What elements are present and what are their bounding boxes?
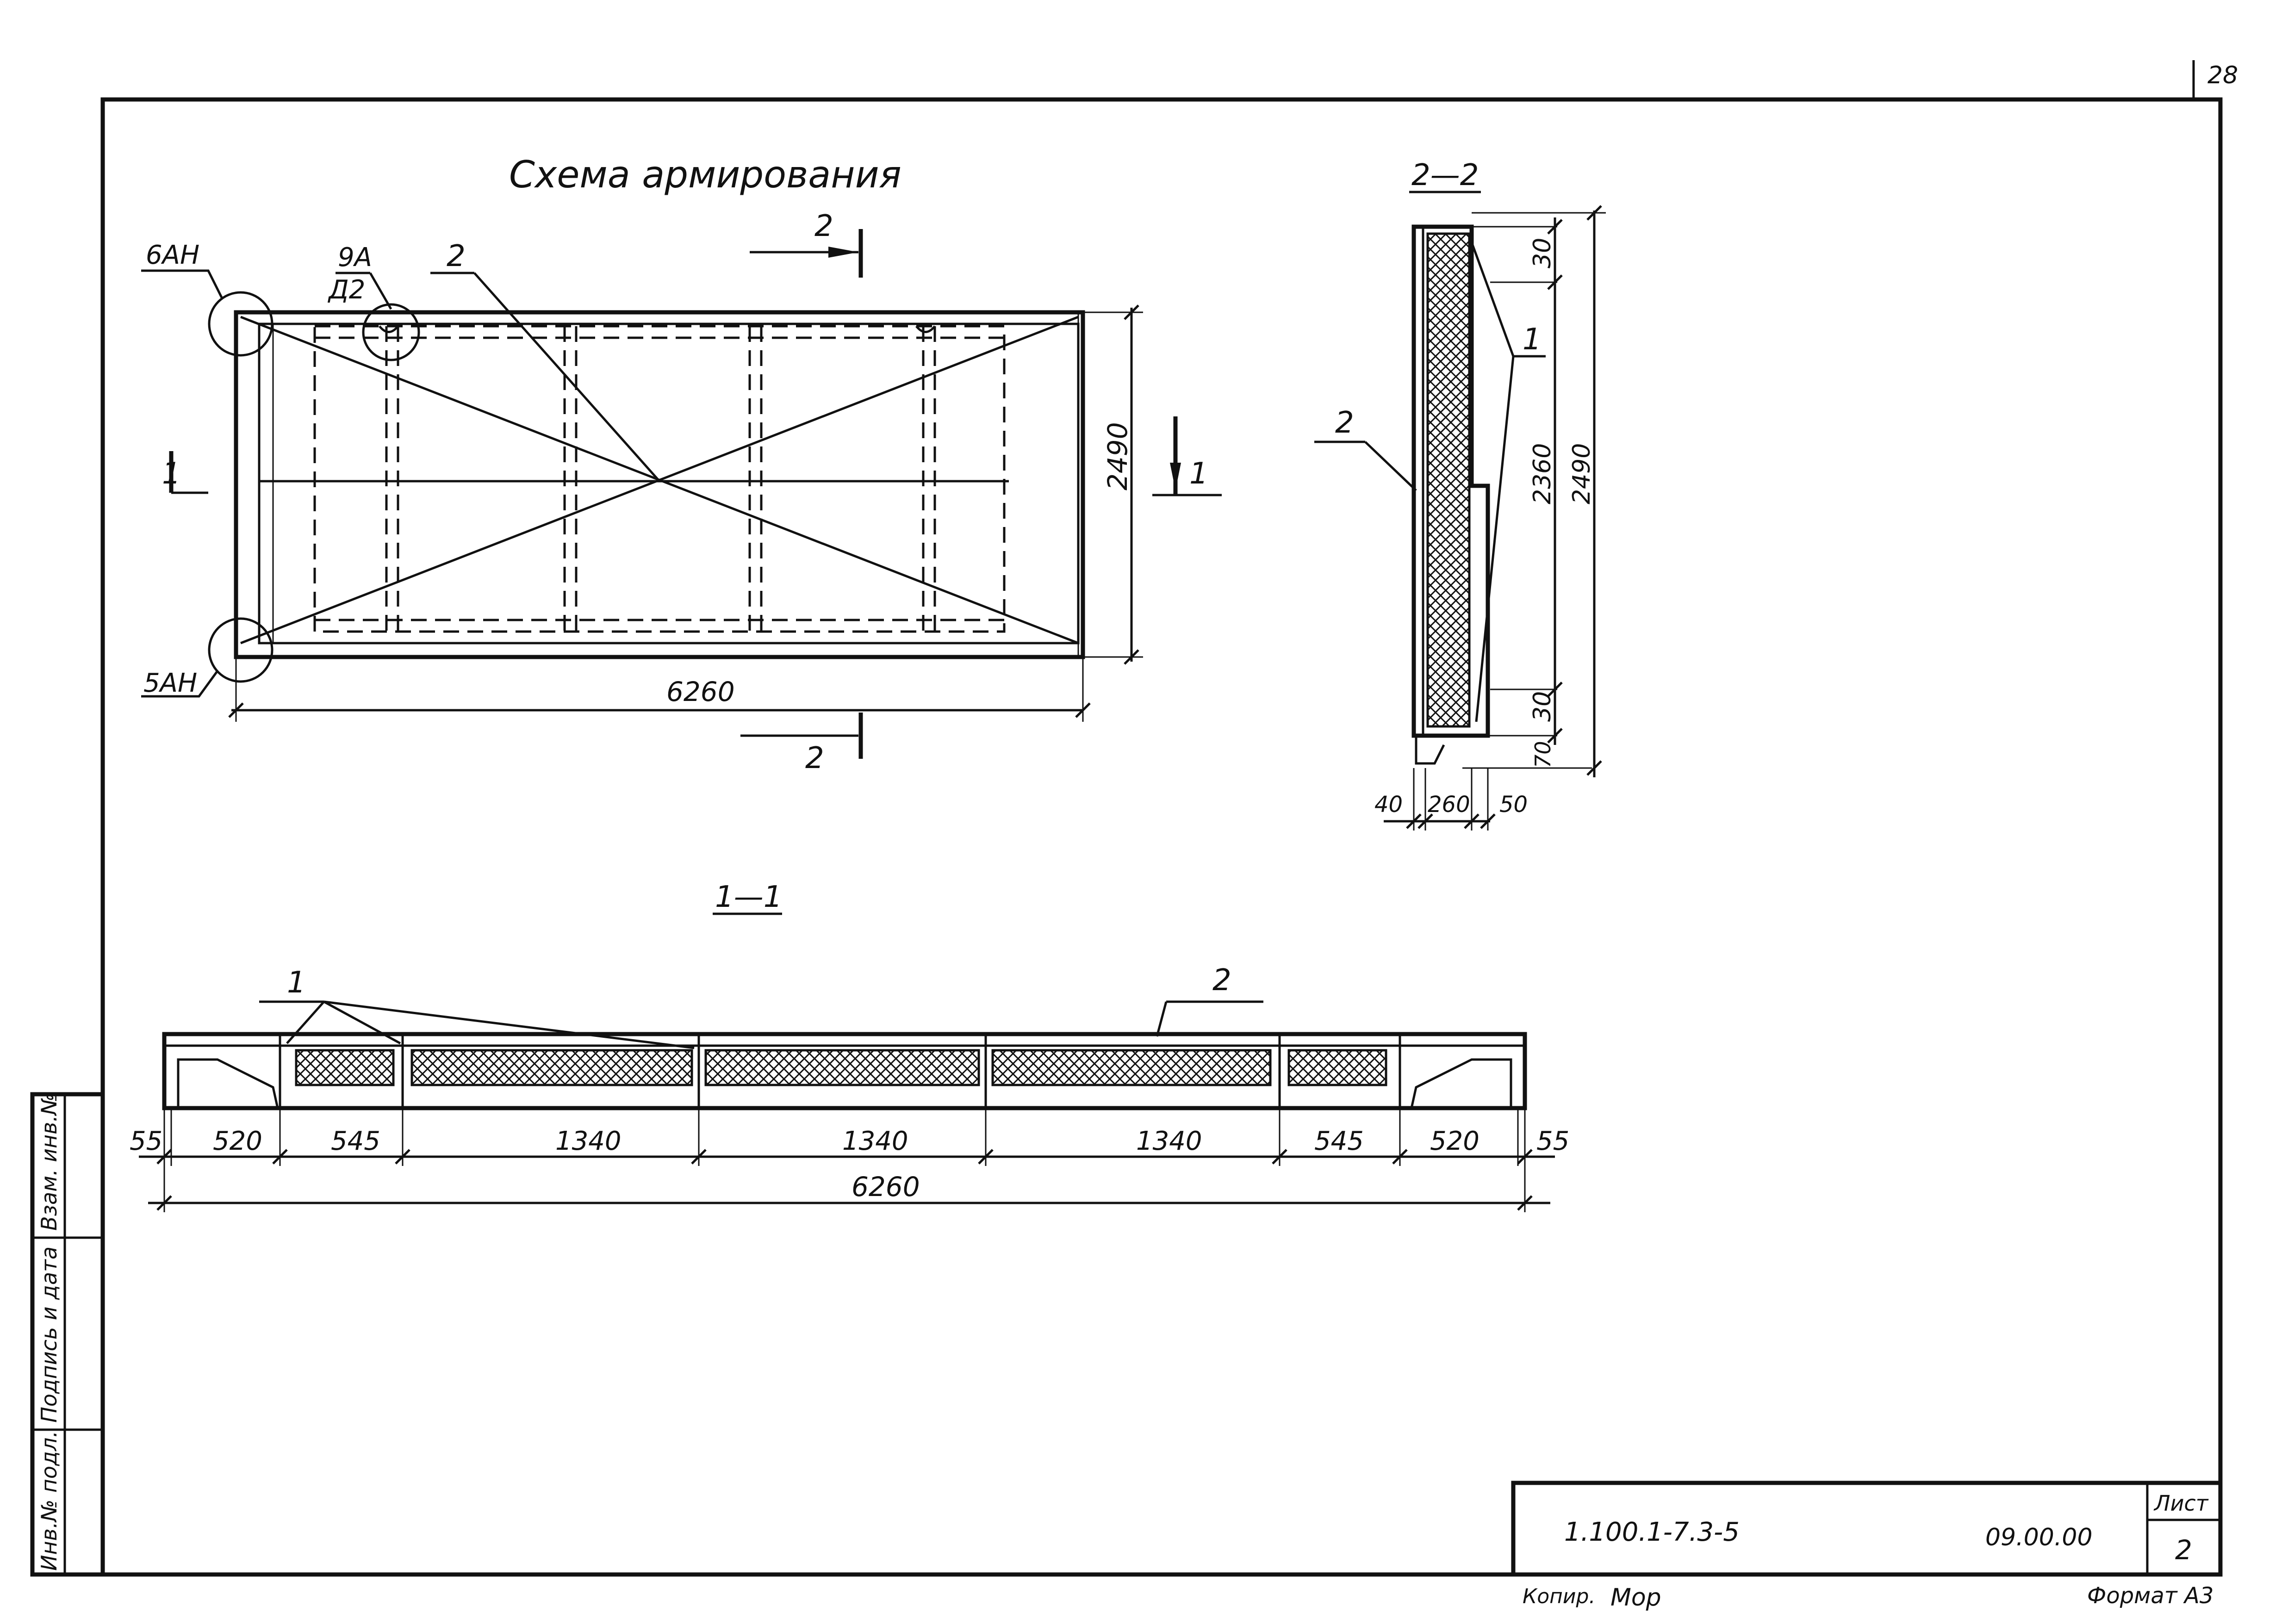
seg-dim-5: 1340	[842, 1126, 908, 1156]
seg-dim-9: 55	[1536, 1126, 1569, 1156]
sec22-dim-bottom: 30	[1529, 691, 1556, 722]
section-2-2: 2—2 30 2360 30 70 2490 40 260 50 1	[1314, 158, 1606, 831]
sheet-frame: 28	[100, 60, 2238, 1577]
inv-podl-label: Инв.№ подл.	[37, 1431, 62, 1571]
section-1-1: 1—1 1 2	[130, 880, 1569, 1212]
leader-2-plan: 2	[447, 239, 466, 273]
sec22-dim-w2: 260	[1428, 792, 1470, 818]
side-mark-1-right: 1	[1189, 457, 1208, 491]
sheet-number: 2	[2175, 1534, 2192, 1566]
insulation-hatch-4	[991, 1049, 1272, 1086]
seg-dim-4: 1340	[555, 1126, 622, 1156]
sec11-leader-1: 1	[287, 966, 306, 1000]
sec22-leader-1: 1	[1523, 322, 1542, 357]
callout-9a: 9А	[338, 242, 372, 273]
section-22-title: 2—2	[1411, 158, 1479, 192]
callout-d2: Д2	[327, 275, 365, 305]
plan-title: Схема армирования	[509, 153, 901, 196]
seg-dim-1: 55	[130, 1126, 162, 1156]
seg-dim-2: 520	[213, 1126, 262, 1156]
side-mark-1-left: 1	[162, 457, 181, 491]
binding-strip: Взам. инв.№ Подпись и дата Инв.№ подл.	[30, 1092, 105, 1577]
sec22-dim-w3: 50	[1499, 792, 1528, 818]
document-number: 09.00.00	[1985, 1524, 2093, 1551]
copied-label: Копир.	[1523, 1585, 1595, 1608]
section-11-total: 6260	[852, 1171, 920, 1203]
callout-circle-9a	[362, 303, 420, 361]
sec22-dim-total: 2490	[1568, 443, 1596, 504]
insulation-hatch-2	[410, 1049, 693, 1086]
sec22-dim-w1: 40	[1374, 792, 1403, 818]
sec22-dim-top: 30	[1529, 238, 1556, 268]
insulation-hatch-22	[1426, 232, 1471, 728]
format-label: Формат А3	[2087, 1583, 2213, 1609]
insulation-hatch-3	[704, 1049, 980, 1086]
section-11-outline	[162, 1032, 1527, 1110]
sheet-label: Лист	[2153, 1491, 2209, 1516]
callout-circle-6an	[208, 291, 274, 357]
plan-dim-length: 6260	[666, 676, 735, 707]
document-code: 1.100.1-7.3-5	[1564, 1517, 1740, 1547]
insulation-hatch-1	[295, 1049, 395, 1086]
signature-date-label: Подпись и дата	[37, 1246, 62, 1423]
seg-dim-8: 520	[1430, 1126, 1480, 1156]
callout-6an: 6АН	[146, 240, 199, 270]
seg-dim-3: 545	[331, 1126, 380, 1156]
seg-dim-7: 545	[1314, 1126, 1364, 1156]
sec22-dim-foot: 70	[1530, 741, 1555, 768]
section-mark-2-top: 2	[814, 209, 833, 243]
sec11-leader-2: 2	[1212, 963, 1231, 998]
plan-view: Схема армирования 6АН 5АН	[141, 153, 1222, 775]
section-mark-2-bottom: 2	[805, 741, 824, 775]
section-11-title: 1—1	[715, 880, 782, 914]
plan-dim-width: 2490	[1102, 422, 1133, 490]
sec22-dim-middle: 2360	[1529, 443, 1556, 504]
page-number: 28	[2207, 62, 2238, 89]
plan-slab-outline	[234, 310, 1085, 659]
insulation-hatch-5	[1287, 1049, 1387, 1086]
vzam-inv-label: Взам. инв.№	[37, 1093, 62, 1231]
seg-dim-6: 1340	[1136, 1126, 1202, 1156]
copier-signature: Мор	[1610, 1584, 1661, 1612]
title-block: 1.100.1-7.3-5 09.00.00 Лист 2 Копир. Мор…	[1511, 1481, 2223, 1612]
callout-5an: 5АН	[143, 668, 197, 698]
callout-circle-5an	[208, 617, 274, 683]
mesh-outline	[313, 325, 1006, 633]
sec22-leader-2: 2	[1335, 406, 1354, 440]
